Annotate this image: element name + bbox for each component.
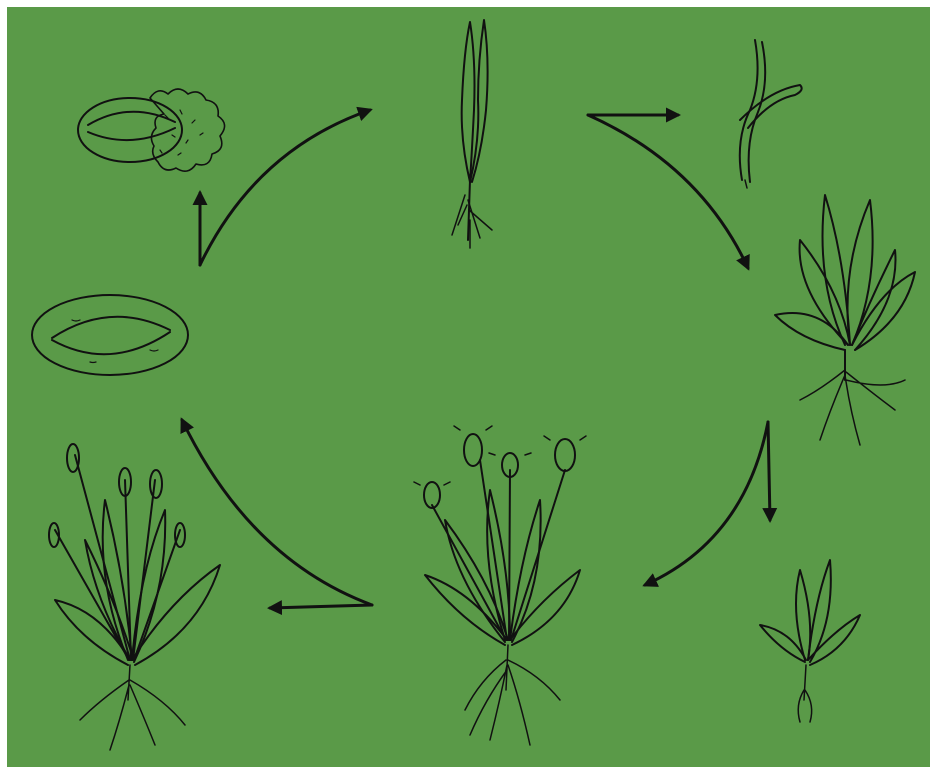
- dry-seed-icon: [32, 295, 188, 375]
- arrow-rosette-to-stunted: [768, 422, 770, 520]
